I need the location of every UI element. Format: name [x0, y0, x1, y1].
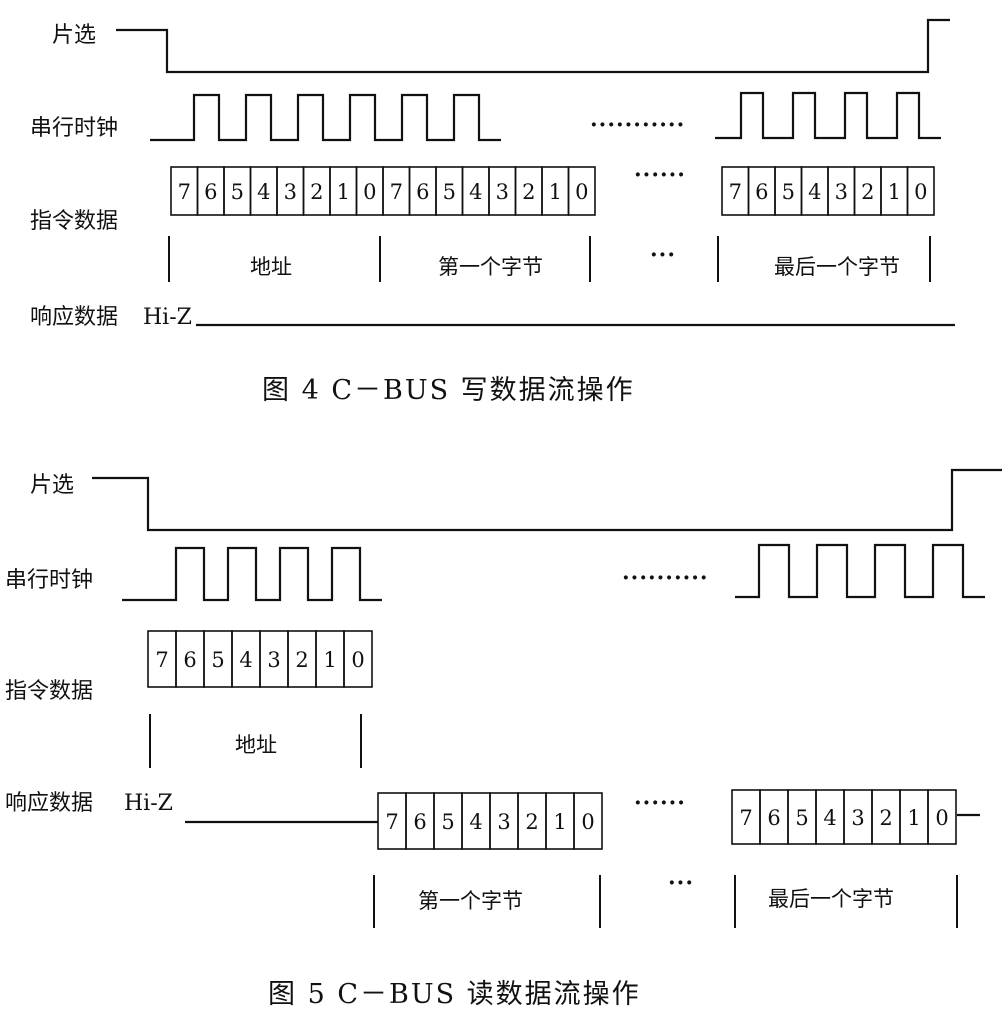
fig5-cs-label: 片选 [30, 473, 74, 498]
fig5-address-byte-bit-label: 1 [323, 648, 336, 672]
fig4-clk-ellipsis: ··········· [590, 112, 685, 138]
fig4-address-byte-bit-label: 4 [257, 180, 270, 204]
fig5-segment-last-byte: 最后一个字节 [768, 887, 894, 911]
fig4-last-byte-bit-label: 4 [808, 180, 821, 204]
fig4-segment-address: 地址 [250, 255, 292, 279]
fig5-clock-trace [122, 546, 382, 602]
fig4-segment-first-byte: 第一个字节 [438, 255, 543, 279]
fig5-first-byte-bit-label: 4 [469, 810, 482, 834]
fig4-last-byte-bit-label: 1 [888, 180, 901, 204]
fig5-first-byte-bit-label: 3 [497, 810, 510, 834]
fig4-caption: 图 4 C－BUS 写数据流操作 [262, 375, 635, 406]
fig4-address-byte-bit-label: 1 [337, 180, 350, 204]
fig5-address-byte-cell [343, 630, 373, 688]
fig5-cmd-label: 指令数据 [5, 679, 93, 704]
fig5-address-byte-bit-label: 0 [351, 648, 364, 672]
fig5-clk-label: 串行时钟 [5, 568, 93, 593]
fig4-first-byte-bit-label: 4 [469, 180, 482, 204]
fig4-last-byte-bit-label: 2 [861, 180, 874, 204]
fig5-last-byte-bit-label: 2 [879, 806, 892, 830]
fig4-last-byte-bit-label: 3 [835, 180, 848, 204]
fig4-clock-trace [150, 93, 501, 142]
fig4-segment-ellipsis: ··· [650, 242, 676, 268]
fig5-last-byte-bit-label: 5 [795, 806, 808, 830]
fig4-clk-label: 串行时钟 [30, 116, 118, 141]
fig5-hiz-label: Hi-Z [124, 791, 173, 816]
fig4-first-byte-bit-label: 0 [575, 180, 588, 204]
fig4-clock-trace-end [715, 91, 941, 140]
fig4-first-byte-bit-label: 3 [496, 180, 509, 204]
fig4-first-byte-bit-label: 1 [549, 180, 562, 204]
fig4-first-byte-bit-label: 5 [443, 180, 456, 204]
fig5-first-byte-bit-label: 1 [553, 810, 566, 834]
fig5-caption: 图 5 C－BUS 读数据流操作 [268, 979, 641, 1010]
fig5-first-byte-cell [573, 792, 603, 850]
fig4-first-byte-bit-label: 6 [416, 180, 429, 204]
fig4-last-byte-cell [906, 166, 935, 216]
fig4-last-byte-bit-label: 5 [782, 180, 795, 204]
fig5-segment-address: 地址 [235, 733, 277, 757]
fig5-first-byte-bit-label: 2 [525, 810, 538, 834]
fig4-cmd-label: 指令数据 [30, 209, 118, 234]
fig5-segment-first-byte: 第一个字节 [418, 889, 523, 913]
fig4-address-byte-bit-label: 7 [178, 180, 191, 204]
fig4-last-byte-bit-label: 6 [755, 180, 768, 204]
fig5-last-byte-bit-label: 1 [907, 806, 920, 830]
fig5-last-byte-cell [927, 789, 957, 845]
fig5-first-byte-bit-label: 7 [385, 810, 398, 834]
fig4-first-byte-cell [567, 166, 596, 216]
fig4-address-byte-bit-label: 6 [204, 180, 217, 204]
fig5-resp-label: 响应数据 [5, 791, 93, 816]
fig5-last-byte-bit-label: 7 [739, 806, 752, 830]
fig4-resp-label: 响应数据 [30, 305, 118, 330]
fig5-cs-waveform [92, 468, 1002, 532]
fig4-cs-waveform [116, 18, 950, 74]
fig4-cs-label: 片选 [52, 23, 96, 48]
fig5-first-byte-bit-label: 6 [413, 810, 426, 834]
fig5-address-byte-bit-label: 5 [211, 648, 224, 672]
fig4-segment-last-byte: 最后一个字节 [774, 255, 900, 279]
fig5-clk-waveform-right [735, 543, 985, 599]
fig5-last-byte-bit-label: 6 [767, 806, 780, 830]
fig5-clk-waveform-left [122, 546, 382, 602]
fig5-last-byte-bit-label: 4 [823, 806, 836, 830]
fig5-segment-ellipsis: ··· [668, 870, 694, 896]
fig5-address-byte-bit-label: 7 [155, 648, 168, 672]
fig5-clk-ellipsis: ·········· [622, 565, 709, 591]
fig4-clk-waveform-right [715, 91, 941, 140]
fig4-last-byte-bit-label: 0 [914, 180, 927, 204]
fig4-data-ellipsis: ······ [634, 162, 686, 188]
fig5-last-byte-bit-label: 0 [935, 806, 948, 830]
fig4-address-byte-bit-label: 5 [231, 180, 244, 204]
fig5-last-byte-bit-label: 3 [851, 806, 864, 830]
fig4-first-byte-bit-label: 2 [522, 180, 535, 204]
fig5-first-byte-bit-label: 0 [581, 810, 594, 834]
fig4-address-byte-bit-label: 0 [363, 180, 376, 204]
fig5-data-ellipsis: ······ [634, 790, 686, 816]
fig4-address-byte-bit-label: 2 [310, 180, 323, 204]
fig4-last-byte-bit-label: 7 [729, 180, 742, 204]
fig5-address-byte-bit-label: 6 [183, 648, 196, 672]
fig4-first-byte-bit-label: 7 [390, 180, 403, 204]
fig4-hiz-label: Hi-Z [143, 305, 192, 330]
fig5-first-byte-bit-label: 5 [441, 810, 454, 834]
fig5-address-byte-bit-label: 2 [295, 648, 308, 672]
fig5-address-byte-bit-label: 4 [239, 648, 252, 672]
fig4-clk-waveform-left [150, 93, 501, 142]
fig4-address-byte-bit-label: 3 [284, 180, 297, 204]
fig5-address-byte-bit-label: 3 [267, 648, 280, 672]
fig5-clock-trace-end [735, 543, 985, 599]
